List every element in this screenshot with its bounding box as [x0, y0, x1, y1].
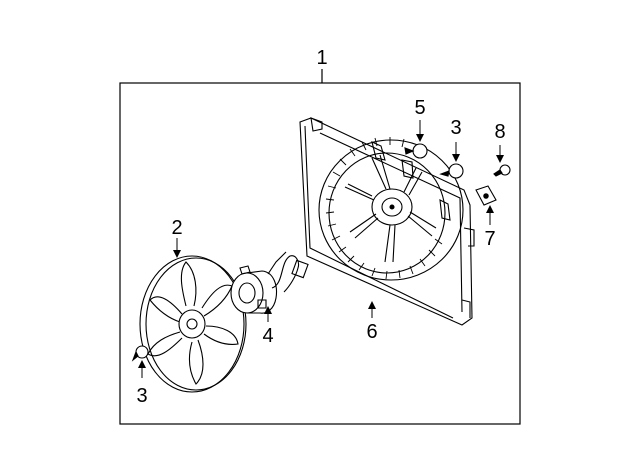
- callout-3-lower: 3: [136, 385, 147, 407]
- callout-6: 6: [366, 321, 377, 343]
- assembly-frame: [119, 82, 521, 425]
- callout-3-upper: 3: [450, 117, 461, 139]
- callout-8: 8: [494, 121, 505, 143]
- clip-lower: [131, 345, 149, 362]
- clip-upper: [439, 163, 464, 179]
- callout-1: 1: [316, 47, 327, 69]
- fan-motor: [230, 251, 309, 314]
- nut: [404, 143, 428, 159]
- callout-2: 2: [171, 217, 182, 239]
- callout-7: 7: [484, 228, 495, 250]
- bolt: [493, 164, 511, 177]
- bracket: [475, 185, 497, 206]
- callout-5: 5: [414, 97, 425, 119]
- fan-shroud: [299, 117, 475, 326]
- callout-4: 4: [262, 325, 273, 347]
- fan-blade: [139, 255, 247, 393]
